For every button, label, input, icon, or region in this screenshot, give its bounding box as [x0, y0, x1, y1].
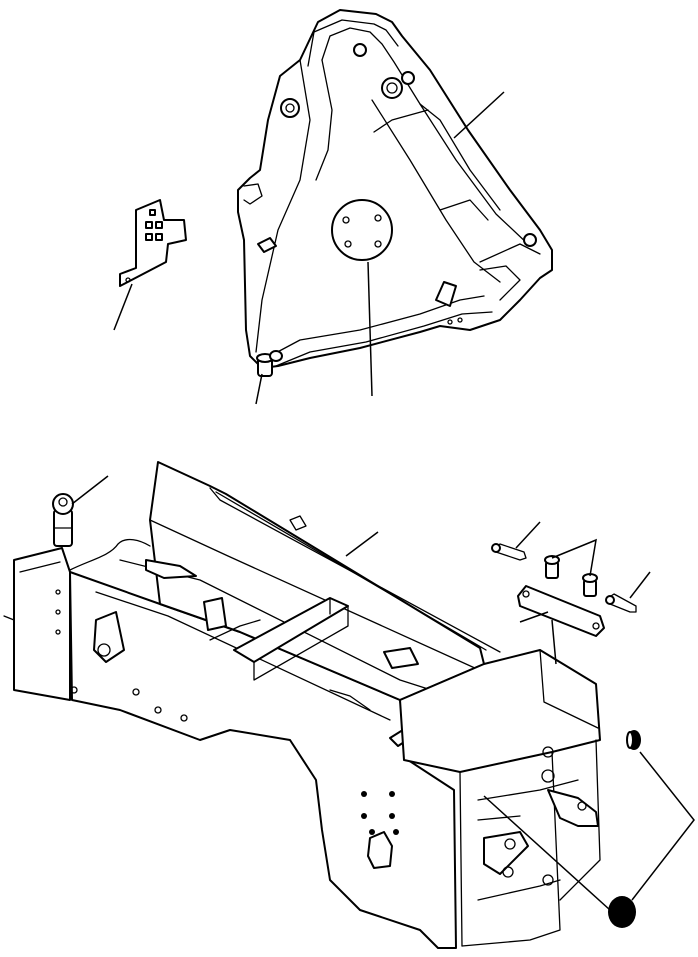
- upper-frame-casting: [237, 9, 553, 369]
- leader-link-plate: [519, 611, 549, 623]
- leader-plug-stop: [631, 751, 695, 901]
- leader-main-frame: [345, 531, 379, 557]
- frame-pin: [256, 350, 283, 377]
- bolt-pair: [544, 555, 598, 597]
- leader-cover-plate: [367, 261, 373, 397]
- leader-bolts: [551, 538, 597, 577]
- main-chassis-frame: [3, 461, 601, 949]
- leader-upper-frame: [453, 91, 505, 139]
- lock-pin: [52, 493, 74, 547]
- mounting-plate: [119, 199, 187, 287]
- leader-rear: [483, 795, 611, 911]
- leader-frame-pin: [255, 373, 263, 405]
- cotter-pin-right: [605, 593, 637, 613]
- link-plate: [517, 585, 605, 637]
- leader-cotter-right: [629, 571, 651, 599]
- leader-cotter-left: [515, 521, 541, 549]
- grease-plug: [626, 730, 641, 750]
- rubber-stop: [608, 896, 636, 928]
- leader-lines: [71, 91, 695, 911]
- leader-lock-pin: [71, 475, 109, 505]
- leader-mounting-plate: [113, 283, 133, 331]
- cotter-pin-left: [491, 543, 527, 561]
